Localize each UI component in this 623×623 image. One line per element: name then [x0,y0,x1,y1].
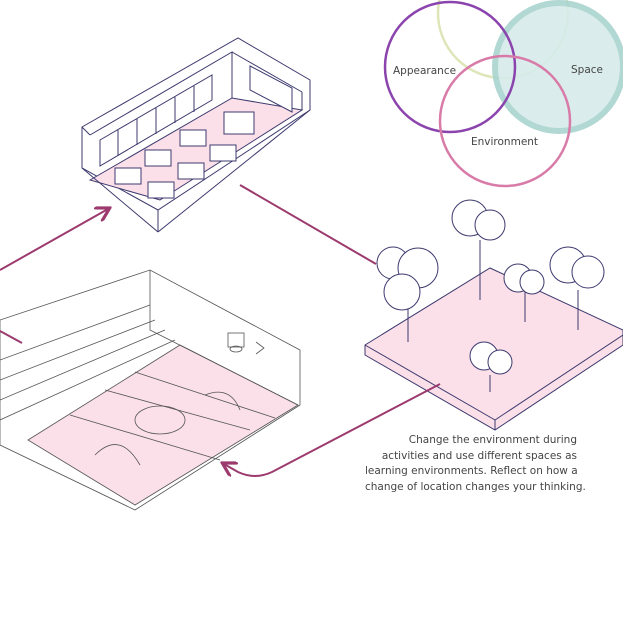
trees [376,199,605,392]
venn-circle-space [492,0,623,134]
caption-line: learning environments. Reflect on how a [365,465,578,477]
venn-label-environment: Environment [471,136,538,148]
venn-circle-environment [438,54,572,188]
court-lines [69,371,276,466]
classroom-windows [99,74,213,167]
park-illustration [364,199,623,431]
classroom-illustration [81,37,311,233]
student-desks [114,129,237,199]
bleachers [0,304,176,421]
arrow-gym-out [0,330,23,344]
venn-label-space: Space [571,64,603,76]
venn-circle-appearance [383,0,517,134]
caption-line: Change the environment during [408,434,577,446]
teacher-desk [223,111,255,135]
caption-line: change of location changes your thinking… [365,480,586,493]
basketball-hoop-icon [227,332,265,355]
caption-line: activities and use different spaces as [381,449,577,462]
flow-arrows [0,184,441,477]
venn-label-appearance: Appearance [393,65,456,77]
venn-diagram: Appearance Space Environment [383,0,623,188]
whiteboard [249,65,293,113]
arrow-classroom-to-park [239,184,377,265]
caption-text: Change the environment during activities… [365,433,586,495]
gym-illustration [0,269,301,511]
arrow-to-classroom [0,209,108,271]
arrow-park-to-gym [224,383,441,477]
